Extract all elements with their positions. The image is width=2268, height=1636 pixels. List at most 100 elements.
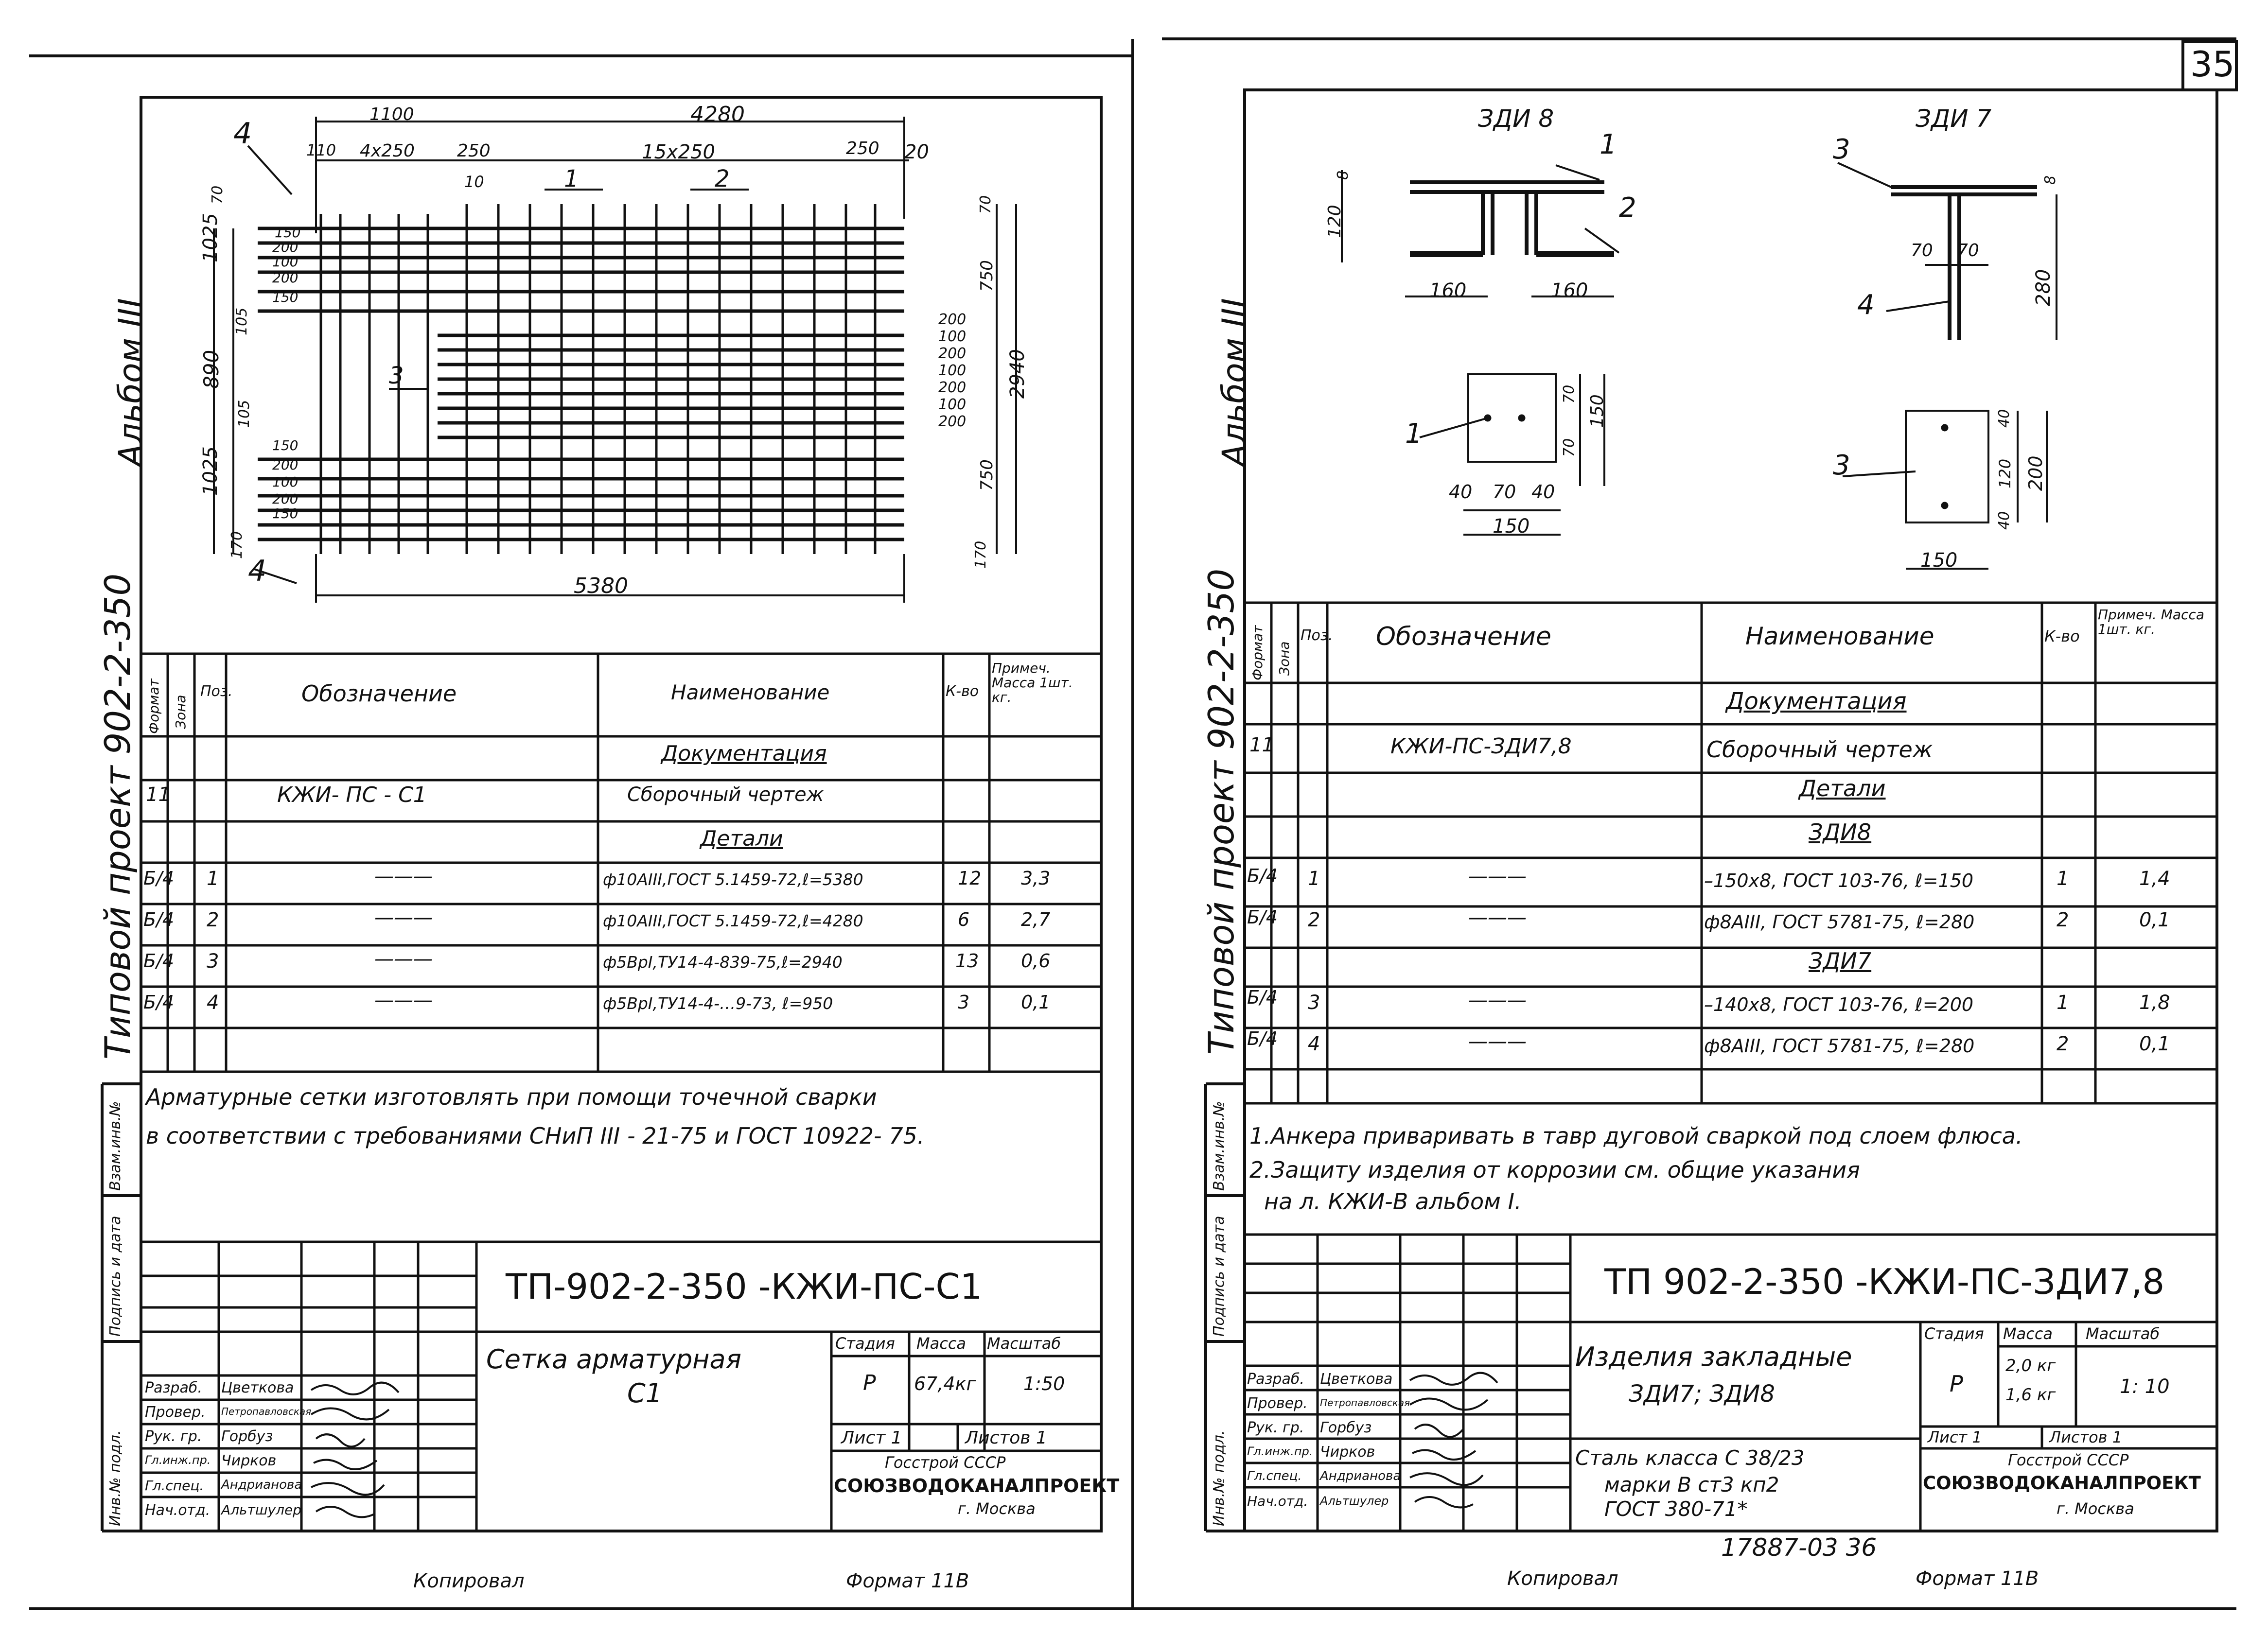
dim-170-left: 170 <box>229 531 246 559</box>
right-h-zone: Зона <box>1276 641 1292 676</box>
dim-70-left: 70 <box>209 185 226 204</box>
right-note-line3: на л. КЖИ-В альбом I. <box>1264 1188 1522 1215</box>
dim-1100: 1100 <box>369 104 414 124</box>
left-mass: 67,4кг <box>914 1373 976 1394</box>
right-row5-designation: ——— <box>1468 906 1527 929</box>
left-row4-note: 2,7 <box>1021 909 1051 930</box>
dim-a-8: 8 <box>1335 170 1352 180</box>
right-row8-note: 0,1 <box>2139 1033 2170 1055</box>
callout-r-1-top: 1 <box>1600 129 1617 160</box>
right-album-label: Альбом III <box>1215 298 1254 467</box>
left-field-replace: Взам.инв.№ <box>107 1101 124 1191</box>
dim-a-70b: 70 <box>1561 438 1578 457</box>
left-row6-qty: 3 <box>958 992 970 1013</box>
callout-4-bottom: 4 <box>248 554 267 588</box>
dim-890: 890 <box>199 349 223 389</box>
dim-15x250: 15х250 <box>642 141 715 163</box>
spacing-tl-2: 100 <box>272 254 299 270</box>
dim-a-70c: 70 <box>1493 481 1516 503</box>
right-item-name-1: Изделия закладные <box>1575 1341 1852 1372</box>
mesh-drawing <box>141 117 1101 1531</box>
right-row-zdi8: ЗДИ8 <box>1809 819 1872 845</box>
callout-r-1-plan: 1 <box>1405 418 1423 450</box>
dim-a-40b: 40 <box>1531 481 1555 503</box>
left-role-0: Разраб. <box>145 1379 202 1396</box>
right-role-5: Нач.отд. <box>1247 1493 1308 1509</box>
right-h-name: Наименование <box>1745 622 1934 650</box>
right-frame <box>1243 88 2218 1532</box>
dim-b-200: 200 <box>2025 455 2046 491</box>
right-note-line2: 2.Защиту изделия от коррозии см. общие у… <box>1249 1157 1860 1183</box>
left-scale: 1:50 <box>1023 1373 1065 1394</box>
right-role-2: Рук. гр. <box>1247 1419 1304 1436</box>
spacing-tl-4: 150 <box>272 289 299 305</box>
right-row7-note: 1,8 <box>2139 992 2170 1014</box>
title-zdi7: ЗДИ 7 <box>1916 104 1992 133</box>
right-row8-pos: 4 <box>1308 1033 1320 1055</box>
left-h-format: Формат <box>146 679 162 734</box>
right-row5-pos: 2 <box>1308 909 1320 931</box>
right-name-2: Горбуз <box>1320 1419 1372 1436</box>
left-h-pos: Поз. <box>200 683 233 700</box>
dim-b-280: 280 <box>2032 269 2055 306</box>
dim-70-right: 70 <box>977 195 994 214</box>
dim-b-40b: 40 <box>1996 511 2013 530</box>
left-h-name: Наименование <box>671 680 830 704</box>
left-h-zone: Зона <box>173 695 189 729</box>
spacing-tl-3: 200 <box>272 270 299 286</box>
right-row4-name: –150х8, ГОСТ 103-76, ℓ=150 <box>1704 870 1974 891</box>
page-number: 35 <box>2190 44 2235 85</box>
left-row5-designation: ——— <box>374 948 433 970</box>
right-name-1: Петропавловская <box>1320 1397 1410 1409</box>
left-mass-header: Масса <box>916 1334 967 1353</box>
dim-b-70a: 70 <box>1911 241 1933 261</box>
right-scale-header: Масштаб <box>2086 1324 2160 1343</box>
left-row5-qty: 13 <box>955 950 979 972</box>
left-row5-name: ф5ВрI,ТУ14-4-839-75,ℓ=2940 <box>603 953 843 972</box>
left-org-1: Госстрой СССР <box>885 1453 1006 1472</box>
left-row5-format: Б/4 <box>143 950 175 972</box>
callout-2: 2 <box>715 165 730 192</box>
right-row7-format: Б/4 <box>1247 987 1278 1008</box>
left-row-details: Детали <box>700 826 783 851</box>
dim-4280: 4280 <box>690 102 745 127</box>
right-field-replace: Взам.инв.№ <box>1211 1101 1228 1191</box>
dim-a-40a: 40 <box>1449 481 1473 503</box>
dim-105-top: 105 <box>233 307 250 335</box>
right-row4-note: 1,4 <box>2139 868 2170 890</box>
spacing-bl-0: 150 <box>272 437 299 453</box>
left-name-0: Цветкова <box>221 1379 294 1396</box>
right-mass-2: 1,6 кг <box>2005 1385 2056 1405</box>
dim-b-8: 8 <box>2042 175 2059 185</box>
left-row3-format: Б/4 <box>143 868 175 889</box>
spacing-r-1: 100 <box>938 328 967 345</box>
left-frame <box>140 96 1103 1532</box>
spacing-r-2: 200 <box>938 345 967 362</box>
dim-2940: 2940 <box>1006 349 1029 399</box>
left-row3-qty: 12 <box>958 868 982 889</box>
right-drawing-code: ТП 902-2-350 -КЖИ-ПС-ЗДИ7,8 <box>1604 1261 2165 1302</box>
left-drawing-code: ТП-902-2-350 -КЖИ-ПС-С1 <box>506 1266 983 1307</box>
right-signatures <box>1409 1372 1498 1509</box>
right-field-sign: Подпись и дата <box>1211 1216 1228 1337</box>
dim-20: 20 <box>904 141 929 163</box>
left-row-doc: Документация <box>661 741 827 766</box>
right-row4-pos: 1 <box>1308 868 1320 890</box>
right-row5-qty: 2 <box>2057 909 2069 931</box>
spacing-r-6: 200 <box>938 413 967 430</box>
left-row3-name: ф10АIII,ГОСТ 5.1459-72,ℓ=5380 <box>603 870 863 889</box>
spacing-tl-0: 150 <box>275 225 301 241</box>
callout-1: 1 <box>564 165 579 192</box>
right-h-format: Формат <box>1249 625 1266 680</box>
right-row4-designation: ——— <box>1468 865 1527 888</box>
embedded-parts-drawing <box>1245 162 2217 1531</box>
right-scale: 1: 10 <box>2120 1375 2170 1398</box>
left-row4-pos: 2 <box>207 909 219 931</box>
dim-5380: 5380 <box>574 574 628 598</box>
left-name-4: Андрианова <box>221 1478 302 1492</box>
left-note-line1: Арматурные сетки изготовлять при помощи … <box>146 1084 877 1110</box>
right-material-1: Сталь класса С 38/23 <box>1575 1446 1805 1470</box>
left-h-designation: Обозначение <box>301 680 457 707</box>
dim-a-160a: 160 <box>1429 279 1467 302</box>
